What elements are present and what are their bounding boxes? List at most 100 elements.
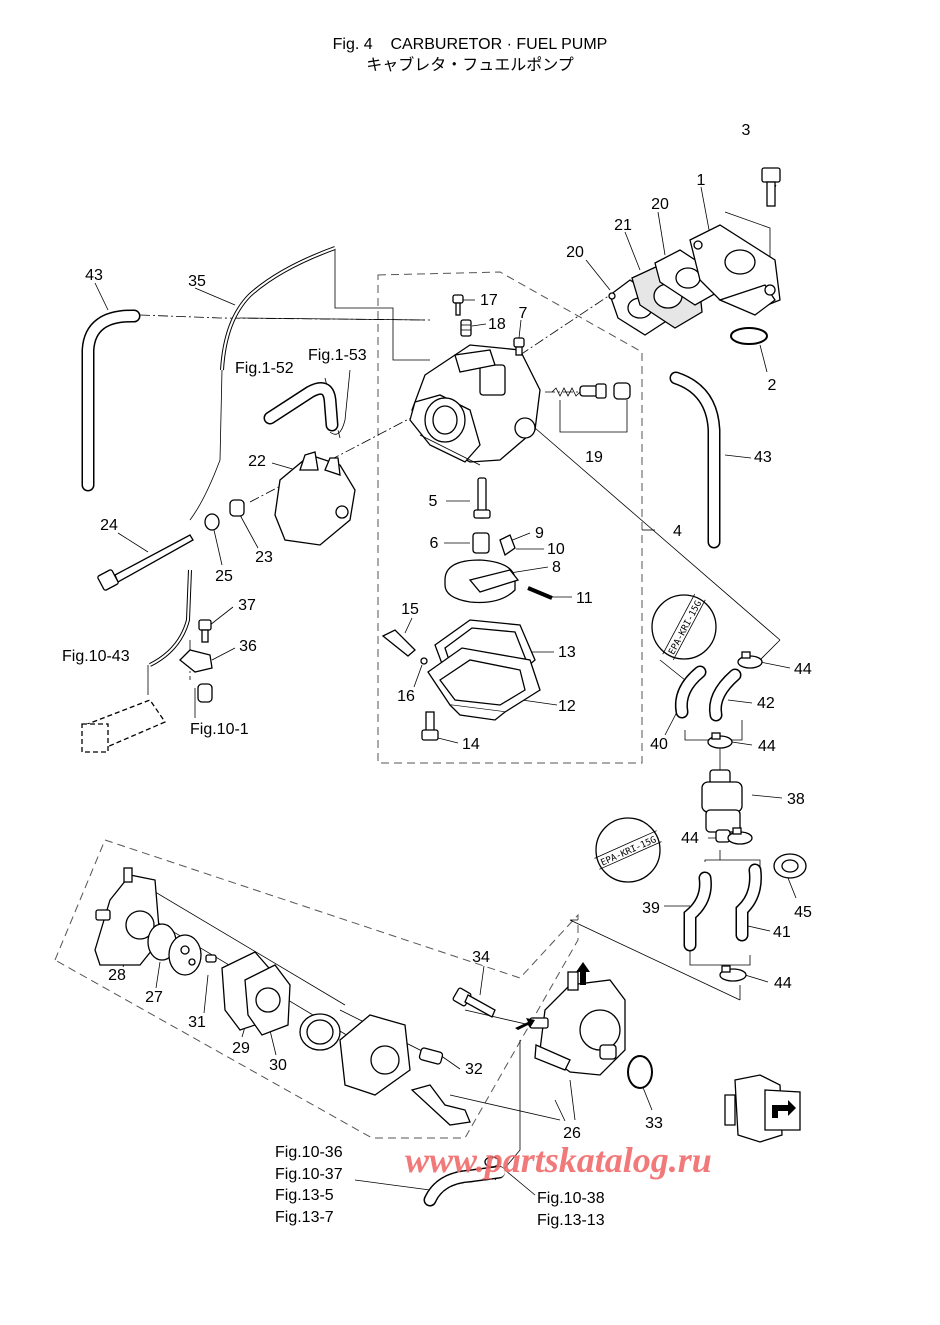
fuel-pump-assembly-outline [54, 839, 579, 1139]
ref-fig10-38: Fig.10-38 [537, 1190, 605, 1207]
washer-25 [204, 513, 220, 531]
figure-title-english: Fig. 4 CARBURETOR · FUEL PUMP [332, 36, 608, 53]
screw-7 [513, 337, 525, 356]
o-ring-33 [627, 1055, 653, 1089]
callout-39: 39 [642, 900, 660, 917]
callout-38: 38 [787, 791, 805, 808]
callout-18: 18 [488, 316, 506, 333]
fuel-pump-26 [529, 971, 626, 1076]
ref-fig1-53: Fig.1-53 [308, 347, 367, 364]
callout-44-c: 44 [681, 830, 699, 847]
flow-arrow-in [515, 1018, 535, 1030]
bolt-3 [761, 167, 781, 207]
figure-title-japanese: キャブレタ・フュエルポンプ [366, 57, 574, 74]
figure-title: Fig. 4 CARBURETOR · FUEL PUMP キャブレタ・フュエル… [0, 34, 940, 76]
check-valve-32 [410, 1047, 471, 1126]
callout-4: 4 [673, 523, 682, 540]
callout-11: 11 [576, 590, 593, 607]
callout-43-right: 43 [754, 449, 772, 466]
main-jet-5 [473, 477, 491, 519]
callout-13: 13 [558, 644, 576, 661]
pilot-screw-19 [551, 382, 631, 400]
callout-3: 3 [742, 122, 751, 139]
fuel-direction-symbol-icon [724, 1074, 801, 1143]
callout-23: 23 [255, 549, 273, 566]
callout-31: 31 [188, 1014, 206, 1031]
clip-fig10-38 [484, 1156, 500, 1168]
screw-17 [452, 294, 464, 316]
connector-fig10-43 [81, 699, 166, 753]
collar-fig10-1 [197, 683, 213, 703]
ref-fig10-43: Fig.10-43 [62, 648, 130, 665]
hose-42 [708, 668, 742, 722]
float-pin-11 [527, 586, 553, 600]
callout-36: 36 [239, 638, 257, 655]
callout-40: 40 [650, 736, 668, 753]
ref-fig13-7: Fig.13-7 [275, 1209, 334, 1226]
hose-fig1-52 [263, 381, 339, 432]
pump-cover [339, 1014, 411, 1096]
fuel-joint-22 [274, 451, 356, 546]
ref-fig10-37: Fig.10-37 [275, 1166, 343, 1183]
callout-45: 45 [794, 904, 812, 921]
callout-14: 14 [462, 736, 480, 753]
needle-valve-9-10 [499, 534, 516, 557]
carburetor-assembly-outline [377, 271, 643, 764]
bolt-34 [452, 987, 496, 1018]
callout-25: 25 [215, 568, 233, 585]
callout-22: 22 [248, 453, 266, 470]
callout-41: 41 [773, 924, 791, 941]
callout-34: 34 [472, 949, 490, 966]
cable-clamp-36 [179, 649, 213, 673]
hose-clip-44-top [737, 651, 763, 669]
hose-fig10-36 [423, 1165, 507, 1207]
drain-screw-15 [381, 629, 416, 657]
callout-2: 2 [768, 377, 777, 394]
callout-20-top: 20 [651, 196, 669, 213]
screw-37 [198, 619, 212, 643]
float-8 [444, 559, 520, 604]
callout-6: 6 [430, 535, 439, 552]
hose-clip-44-upper-mid [707, 732, 733, 749]
fig1-53-link [329, 369, 351, 435]
callout-42: 42 [757, 695, 775, 712]
callout-44-d: 44 [774, 975, 792, 992]
callout-19: 19 [585, 449, 603, 466]
hose-41 [735, 863, 762, 942]
callout-33: 33 [645, 1115, 663, 1132]
callout-21: 21 [614, 217, 632, 234]
callout-5: 5 [429, 493, 438, 510]
flow-arrow-out [576, 962, 590, 985]
callout-17: 17 [480, 292, 498, 309]
main-jet-6 [472, 532, 490, 554]
ref-fig10-36: Fig.10-36 [275, 1144, 343, 1161]
callout-27: 27 [145, 989, 163, 1006]
hose-43-right [669, 371, 721, 549]
watermark: www.partskatalog.ru [405, 1140, 712, 1180]
hose-clip-44-bottom [719, 965, 747, 982]
ref-fig13-13: Fig.13-13 [537, 1212, 605, 1229]
bolt-24 [97, 534, 194, 591]
callout-7: 7 [519, 305, 528, 322]
float-chamber-12 [427, 647, 541, 721]
epa-label-upper: EPA-KRI-15G [651, 593, 717, 661]
figure-references: Fig.1-52 Fig.1-53 Fig.10-43 Fig.10-1 Fig… [62, 347, 605, 1229]
hose-40 [674, 665, 707, 719]
callout-32: 32 [465, 1061, 483, 1078]
diaphragm-30 [244, 964, 291, 1036]
ref-fig1-52: Fig.1-52 [235, 360, 294, 377]
intake-manifold-1 [689, 224, 781, 316]
hose-clip-44-lower-mid [727, 827, 753, 845]
callout-numbers: 3 1 20 21 20 43 35 17 18 7 2 19 43 22 5 … [85, 122, 812, 1142]
epa-label-lower: EPA-KRI-15G [594, 817, 662, 883]
callout-20: 20 [566, 244, 584, 261]
callout-35: 35 [188, 273, 206, 290]
collar-23 [229, 499, 245, 517]
callout-16: 16 [397, 688, 415, 705]
hose-39 [683, 871, 712, 952]
o-ring-2 [730, 327, 768, 345]
callout-15: 15 [401, 601, 419, 618]
washer-16 [420, 657, 428, 665]
callout-44-a: 44 [794, 661, 812, 678]
callout-12: 12 [558, 698, 576, 715]
